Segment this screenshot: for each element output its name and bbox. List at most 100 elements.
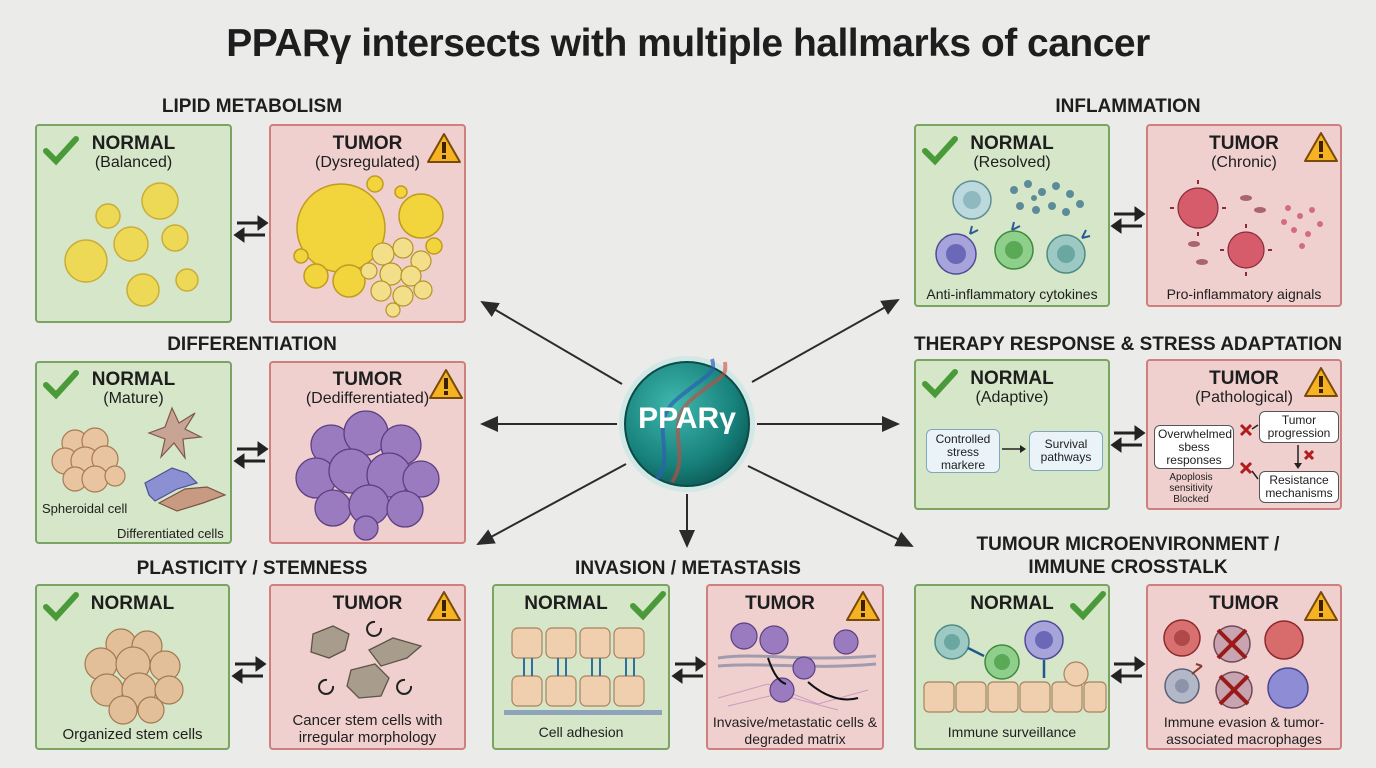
panel-heading: NORMAL <box>970 593 1054 614</box>
panel-heading: TUMOR <box>1209 133 1279 154</box>
organized-stem-cells-illustration <box>84 628 184 725</box>
page-title: PPARγ intersects with multiple hallmarks… <box>226 22 1150 65</box>
check-icon <box>43 370 79 400</box>
panel-heading: NORMAL <box>91 369 176 390</box>
differentiation-tumor-panel: TUMOR (Dedifferentiated) <box>269 361 466 544</box>
cancer-stem-cells-illustration <box>310 620 423 699</box>
panel-heading: NORMAL <box>90 593 175 614</box>
lipid-droplets-tumor-illustration <box>293 175 444 318</box>
warning-icon <box>1304 367 1338 397</box>
panel-subheading: (Chronic) <box>1211 154 1277 171</box>
section-title-line2: IMMUNE CROSSTALK <box>1028 557 1228 578</box>
exchange-arrows-icon <box>1110 425 1146 453</box>
panel-caption: Immune surveillance <box>947 724 1077 740</box>
mature-cells-illustration <box>51 406 227 512</box>
flow-arrow <box>1002 445 1026 453</box>
dedifferentiated-cells-illustration <box>295 410 440 541</box>
controlled-stress-box: Controlled stress markere <box>926 429 1000 473</box>
panel-subheading: (Balanced) <box>94 154 173 171</box>
panel-caption: Cell adhesion <box>538 724 624 740</box>
panel-caption: Immune evasion & tumor-associated macrop… <box>1163 714 1325 747</box>
spheroidal-cell-label: Spheroidal cell <box>42 501 128 516</box>
chronic-inflammation-illustration <box>1170 180 1323 276</box>
arrow-to-lipid <box>480 300 623 385</box>
resistance-mechanisms-box: Resistance mechanisms <box>1259 471 1339 503</box>
section-title-inflammation: INFLAMMATION <box>1055 96 1201 117</box>
section-title-line1: TUMOUR MICROENVIRONMENT / <box>976 534 1280 555</box>
panel-subheading: (Mature) <box>103 390 164 407</box>
section-title-differentiation: DIFFERENTIATION <box>167 334 337 355</box>
warning-icon <box>846 591 880 621</box>
lipid-tumor-panel: TUMOR (Dysregulated) <box>269 124 466 323</box>
lipid-normal-panel: NORMAL (Balanced) <box>35 124 232 323</box>
inflammation-normal-panel: NORMAL (Resolved) Anti-inflammatory cyto… <box>914 124 1110 307</box>
check-icon <box>43 136 79 166</box>
section-title-invasion: INVASION / METASTASIS <box>575 558 801 579</box>
differentiation-normal-panel: NORMAL (Mature) Spheroidal cell Differen… <box>35 361 232 544</box>
immune-surveillance-illustration <box>923 620 1107 713</box>
section-title-lipid: LIPID METABOLISM <box>161 96 343 117</box>
ppar-gamma-hub <box>619 356 755 492</box>
panel-heading: NORMAL <box>970 368 1054 389</box>
panel-subheading: (Resolved) <box>973 154 1051 171</box>
panel-heading: NORMAL <box>91 133 176 154</box>
panel-heading: TUMOR <box>745 593 815 614</box>
ppar-gamma-label: PPARγ <box>638 402 736 435</box>
section-title-therapy: THERAPY RESPONSE & STRESS ADAPTATION <box>914 334 1342 355</box>
exchange-arrows-icon <box>671 656 707 684</box>
panel-caption: Invasive/metastatic cells & degraded mat… <box>712 714 878 747</box>
check-icon <box>630 591 666 621</box>
panel-caption: Anti-inflammatory cytokines <box>926 286 1098 302</box>
panel-subheading: (Dedifferentiated) <box>305 390 430 407</box>
section-title-microenvironment: TUMOUR MICROENVIRONMENT / IMMUNE CROSSTA… <box>914 533 1342 579</box>
survival-pathways-box: Survival pathways <box>1029 431 1103 471</box>
check-icon <box>43 592 79 622</box>
invasive-cells-illustration <box>717 622 877 711</box>
microenvironment-normal-panel: NORMAL Immune surveillance <box>914 584 1110 750</box>
panel-caption: Cancer stem cells with irregular morphol… <box>292 712 443 746</box>
cell-adhesion-illustration <box>504 627 662 715</box>
panel-heading: TUMOR <box>332 133 403 154</box>
warning-icon <box>1304 132 1338 162</box>
panel-heading: TUMOR <box>332 369 403 390</box>
warning-icon <box>427 591 461 621</box>
check-icon <box>922 369 958 399</box>
exchange-arrows-icon <box>231 656 267 684</box>
exchange-arrows-icon <box>233 215 269 243</box>
exchange-arrows-icon <box>233 441 269 469</box>
exchange-arrows-icon <box>1110 656 1146 684</box>
microenvironment-tumor-panel: TUMOR Immune evasion & tumor-associated … <box>1146 584 1342 750</box>
panel-caption: Pro-inflammatory aignals <box>1166 286 1322 302</box>
panel-subheading: (Pathological) <box>1195 389 1293 406</box>
check-icon <box>922 136 958 166</box>
differentiated-cells-label: Differentiated cells <box>117 526 224 541</box>
arrow-to-plasticity <box>476 463 627 545</box>
overwhelmed-stress-box: Overwhelmed sbess responses <box>1154 425 1234 469</box>
inflammation-tumor-panel: TUMOR (Chronic) Pro-inflammatory aignals <box>1146 124 1342 307</box>
apoptosis-note: Apoplosis sensitivity Blocked <box>1169 472 1213 505</box>
panel-heading: TUMOR <box>1209 368 1279 389</box>
arrow-to-microenvironment <box>747 465 914 547</box>
invasion-tumor-panel: TUMOR Invasive/metastatic cells & degrad… <box>706 584 884 750</box>
panel-heading: NORMAL <box>970 133 1054 154</box>
therapy-tumor-panel: TUMOR (Pathological) Overwhelmed sbess r… <box>1146 359 1342 510</box>
immune-evasion-illustration <box>1163 619 1309 709</box>
panel-heading: TUMOR <box>332 593 403 614</box>
panel-heading: NORMAL <box>524 593 608 614</box>
therapy-normal-panel: NORMAL (Adaptive) Controlled stress mark… <box>914 359 1110 510</box>
check-icon <box>1070 591 1106 621</box>
warning-icon <box>1304 591 1338 621</box>
exchange-arrows-icon <box>1110 206 1146 234</box>
therapy-tumor-flow <box>1239 423 1315 480</box>
resolved-inflammation-illustration <box>935 180 1091 275</box>
panel-subheading: (Dysregulated) <box>315 154 420 171</box>
arrow-to-inflammation <box>751 299 900 383</box>
warning-icon <box>427 133 461 163</box>
plasticity-normal-panel: NORMAL Organized stem cells <box>35 584 230 750</box>
panel-subheading: (Adaptive) <box>975 389 1049 406</box>
warning-icon <box>429 369 463 399</box>
lipid-droplets-normal-illustration <box>64 182 199 307</box>
section-title-plasticity: PLASTICITY / STEMNESS <box>136 558 368 579</box>
invasion-normal-panel: NORMAL Cell adhesion <box>492 584 670 750</box>
